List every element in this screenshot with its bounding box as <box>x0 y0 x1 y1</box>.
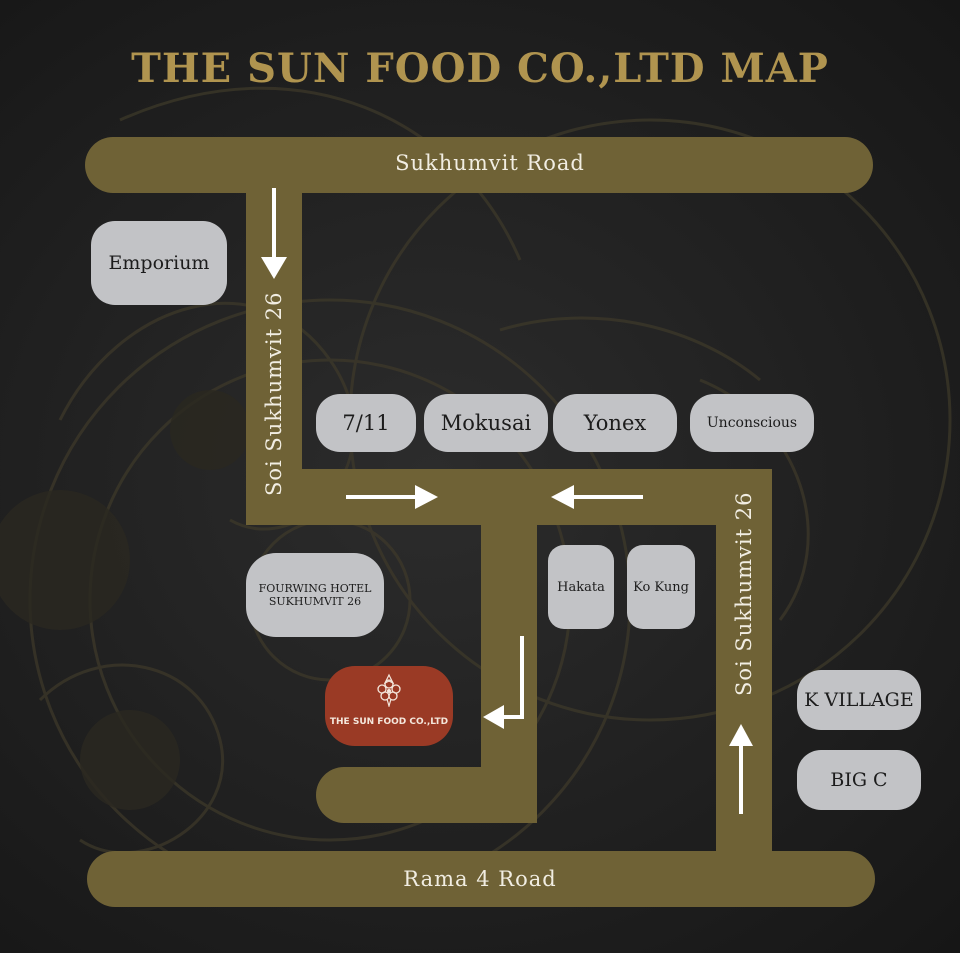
poi-big-c: BIG C <box>797 750 921 810</box>
poi-kokung: Ko Kung <box>627 545 695 629</box>
poi-fourwing-line2: SUKHUMVIT 26 <box>268 595 362 608</box>
road-soi-right <box>716 469 772 889</box>
poi-hakata: Hakata <box>548 545 614 629</box>
poi-kokung-label: Ko Kung <box>633 579 689 595</box>
map-title: THE SUN FOOD CO.,LTD MAP <box>131 45 829 92</box>
label-soi-right: Soi Sukhumvit 26 <box>732 491 756 696</box>
road-rama4 <box>87 851 875 907</box>
label-rama4-road: Rama 4 Road <box>403 867 557 891</box>
poi-emporium: Emporium <box>91 221 227 305</box>
poi-mokusai-label: Mokusai <box>440 411 532 435</box>
poi-mokusai: Mokusai <box>424 394 548 452</box>
road-lower-stub-end <box>481 767 537 823</box>
poi-fourwing-line1: FOURWING HOTEL <box>258 582 372 595</box>
poi-fourwing-hotel: FOURWING HOTEL SUKHUMVIT 26 <box>246 553 384 637</box>
poi-big-c-label: BIG C <box>830 769 888 791</box>
label-soi-left: Soi Sukhumvit 26 <box>262 291 286 496</box>
poi-k-village: K VILLAGE <box>797 670 921 730</box>
road-sukhumvit <box>85 137 873 193</box>
poi-yonex: Yonex <box>553 394 677 452</box>
poi-yonex-label: Yonex <box>583 411 647 435</box>
poi-unconscious: Unconscious <box>690 394 814 452</box>
label-sukhumvit-road: Sukhumvit Road <box>395 151 585 175</box>
poi-emporium-label: Emporium <box>108 252 210 274</box>
poi-k-village-label: K VILLAGE <box>804 689 914 711</box>
poi-seven-eleven-label: 7/11 <box>342 411 390 435</box>
poi-hakata-label: Hakata <box>557 579 605 595</box>
destination-name: THE SUN FOOD CO.,LTD <box>329 717 449 727</box>
road-center-branch <box>481 500 537 795</box>
destination-sun-food[interactable]: THE SUN FOOD CO.,LTD <box>325 666 453 746</box>
poi-unconscious-label: Unconscious <box>706 415 798 431</box>
sakura-flower-icon <box>377 673 401 707</box>
poi-seven-eleven: 7/11 <box>316 394 416 452</box>
